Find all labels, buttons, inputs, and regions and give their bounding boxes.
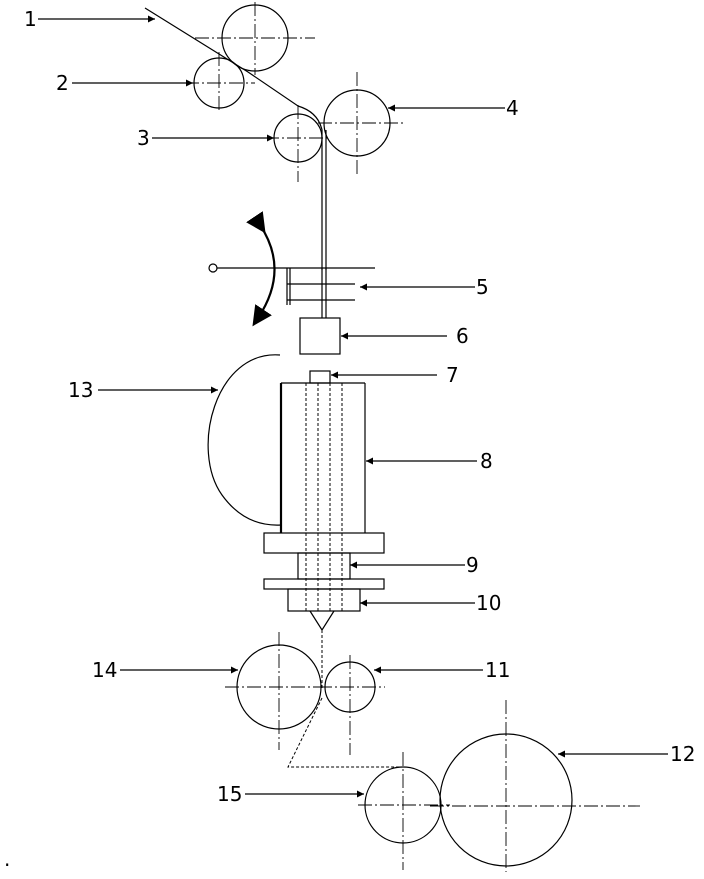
callouts: 1 2 3 4 5 6 7 8 9 10 11 12 13 14 15 . [4, 7, 695, 871]
label-15: 15 [217, 782, 242, 806]
block-6 [300, 318, 340, 354]
label-12: 12 [670, 742, 695, 766]
nozzle-7 [310, 371, 330, 383]
label-2: 2 [56, 71, 69, 95]
label-3: 3 [137, 126, 150, 150]
label-8: 8 [480, 449, 493, 473]
label-4: 4 [506, 96, 519, 120]
label-9: 9 [466, 553, 479, 577]
label-10: 10 [476, 591, 501, 615]
take-up-rollers [358, 700, 640, 872]
lower-rollers [225, 632, 385, 755]
label-5: 5 [476, 275, 489, 299]
loop-13 [208, 355, 281, 525]
flange-lower [264, 579, 384, 589]
label-13: 13 [68, 378, 93, 402]
label-7: 7 [446, 363, 459, 387]
top-roller-group [145, 2, 405, 270]
label-14: 14 [92, 658, 117, 682]
yarn-guide [209, 225, 375, 318]
main-body-8 [281, 383, 365, 612]
fiber-path [145, 8, 322, 270]
label-6: 6 [456, 324, 469, 348]
flange-upper [264, 533, 384, 553]
label-1: 1 [24, 7, 37, 31]
yarn-route [288, 698, 403, 767]
base-assembly [264, 533, 384, 690]
part-10 [288, 589, 360, 611]
label-11: 11 [485, 658, 510, 682]
footnote-dot: . [4, 847, 10, 871]
swing-arrow [258, 225, 275, 318]
